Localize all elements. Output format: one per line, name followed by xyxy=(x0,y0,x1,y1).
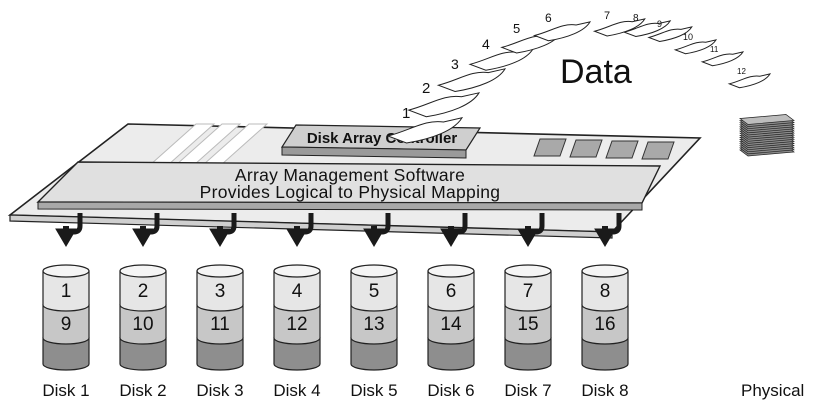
disk-label: Disk 4 xyxy=(273,381,320,400)
mapping-arrow xyxy=(55,213,83,247)
data-sheet-number: 7 xyxy=(604,10,610,22)
paper-stack xyxy=(739,114,795,157)
disk-block-bottom: 13 xyxy=(363,314,384,335)
disk-block-top: 5 xyxy=(369,281,380,302)
disk-block-top: 6 xyxy=(446,281,457,302)
disk-block-bottom: 11 xyxy=(210,314,230,335)
disk-block-top: 3 xyxy=(215,281,226,302)
chip xyxy=(569,139,603,158)
data-sheet: 9 xyxy=(647,19,693,43)
chip xyxy=(641,141,675,160)
disk-block-bottom: 9 xyxy=(61,314,72,335)
data-sheet: 8 xyxy=(622,13,672,38)
data-label: Data xyxy=(560,53,632,91)
data-sheet-number: 6 xyxy=(545,11,552,25)
software-line-2: Provides Logical to Physical Mapping xyxy=(200,182,501,202)
disk-array-controller: Disk Array Controller xyxy=(280,124,482,159)
data-sheet: 2 xyxy=(407,80,481,118)
disk-block-bottom: 15 xyxy=(517,314,538,335)
mapping-arrow xyxy=(286,213,314,247)
mapping-arrows xyxy=(55,213,622,247)
data-sheet-number: 10 xyxy=(683,32,693,42)
data-sheet-number: 8 xyxy=(633,13,639,24)
software-line-1: Array Management Software xyxy=(235,165,465,185)
mapping-arrow xyxy=(363,213,391,247)
data-sheet: 7 xyxy=(592,10,646,37)
disk-label: Disk 2 xyxy=(119,381,166,400)
data-sheet-number: 12 xyxy=(737,67,746,76)
disk-block-bottom: 14 xyxy=(440,314,462,335)
data-sheet-number: 11 xyxy=(710,45,719,54)
disk-block-top: 2 xyxy=(138,281,149,302)
chip xyxy=(605,140,639,159)
data-sheet-number: 2 xyxy=(422,80,430,97)
data-sheet: 1 xyxy=(386,105,464,144)
disk-block-top: 7 xyxy=(523,281,534,302)
disk-block-bottom: 10 xyxy=(132,314,153,335)
disk-block-bottom: 16 xyxy=(594,314,615,335)
data-sheet-number: 4 xyxy=(482,36,490,52)
mapping-arrow xyxy=(132,213,160,247)
data-sheet-number: 5 xyxy=(513,21,520,36)
mapping-arrow xyxy=(517,213,545,247)
array-management-software: Array Management Software Provides Logic… xyxy=(36,161,662,211)
disk-label: Disk 5 xyxy=(350,381,397,400)
data-sheet-number: 1 xyxy=(402,105,410,122)
disk-label: Disk 6 xyxy=(427,381,474,400)
data-sheet: 3 xyxy=(436,56,507,93)
disk-label: Disk 3 xyxy=(196,381,243,400)
data-sheet: 6 xyxy=(532,11,592,42)
chip xyxy=(533,138,567,157)
mapping-arrow xyxy=(440,213,468,247)
disk-block-top: 8 xyxy=(600,281,611,302)
physical-label: Physical xyxy=(741,381,804,400)
board-chips xyxy=(533,138,675,160)
disk-label: Disk 7 xyxy=(504,381,551,400)
mapping-arrow xyxy=(209,213,237,247)
mapping-arrow xyxy=(594,213,622,247)
data-sheet: 11 xyxy=(700,45,745,67)
data-sheet: 12 xyxy=(727,67,772,89)
disk-block-top: 4 xyxy=(292,281,303,302)
disk-label: Disk 8 xyxy=(581,381,628,400)
disk-block-bottom: 12 xyxy=(286,314,307,335)
disk-label: Disk 1 xyxy=(42,381,89,400)
data-sheet-number: 9 xyxy=(657,19,662,29)
data-sheet-number: 3 xyxy=(451,56,459,72)
data-sheet: 10 xyxy=(673,32,718,55)
disk-block-top: 1 xyxy=(61,281,72,302)
